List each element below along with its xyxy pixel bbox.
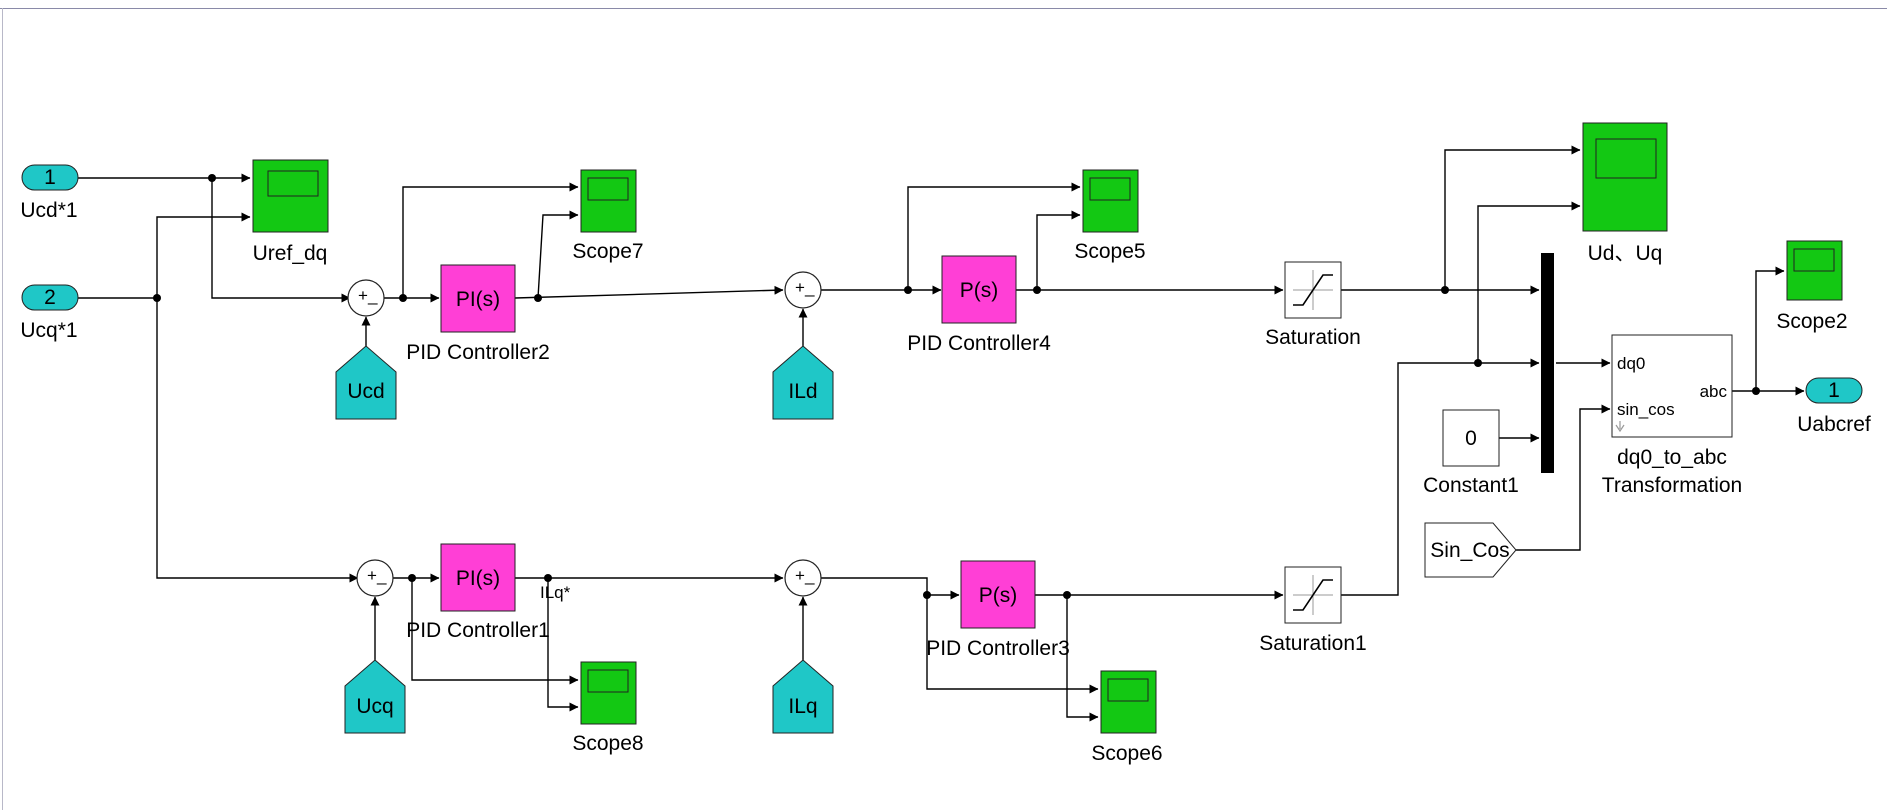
- scope-7-label: Scope7: [572, 240, 643, 263]
- svg-text:+: +: [795, 566, 805, 585]
- pid-controller-3[interactable]: P(s): [960, 560, 1036, 629]
- constant-block[interactable]: 0: [1442, 409, 1500, 467]
- saturation1-block[interactable]: [1284, 566, 1342, 624]
- svg-text:_: _: [804, 566, 815, 585]
- scope-ud-uq[interactable]: [1582, 122, 1668, 232]
- inport-2-label: Ucq*1: [20, 319, 77, 342]
- scope-5[interactable]: [1082, 169, 1139, 233]
- inport-2-number: 2: [44, 286, 56, 309]
- scope-2[interactable]: [1786, 240, 1843, 301]
- svg-text:+: +: [795, 278, 805, 297]
- scope-uref-dq[interactable]: [252, 159, 329, 233]
- saturation-block-label: Saturation: [1265, 326, 1361, 349]
- transform-output-abc: abc: [1700, 382, 1728, 401]
- from-block-ild-text: ILd: [788, 380, 817, 403]
- scope-7[interactable]: [580, 169, 637, 233]
- inport-1[interactable]: 1: [21, 164, 79, 191]
- svg-text:_: _: [367, 286, 378, 305]
- signal-label-ilq-ref: ILq*: [540, 583, 571, 602]
- scope-6[interactable]: [1100, 670, 1157, 734]
- outport-1[interactable]: 1: [1805, 377, 1863, 404]
- transform-label-line2: Transformation: [1602, 474, 1742, 497]
- pid-controller-2[interactable]: PI(s): [440, 264, 516, 333]
- saturation-block[interactable]: [1284, 261, 1342, 319]
- outport-1-number: 1: [1828, 379, 1840, 402]
- signal-lines: [65, 145, 1805, 722]
- from-block-ucq[interactable]: Ucq: [344, 659, 406, 734]
- transform-input-sin-cos: sin_cos: [1617, 400, 1675, 419]
- pid-controller-4-label: PID Controller4: [907, 332, 1051, 355]
- saturation1-block-label: Saturation1: [1259, 632, 1366, 655]
- sum-block-3[interactable]: + _: [784, 559, 822, 597]
- pid-controller-4[interactable]: P(s): [941, 255, 1017, 324]
- transform-label-line1: dq0_to_abc: [1617, 446, 1727, 469]
- scope-uref-dq-label: Uref_dq: [253, 242, 328, 265]
- svg-text:_: _: [804, 278, 815, 297]
- from-block-ilq-text: ILq: [788, 695, 817, 718]
- pid-controller-3-text: P(s): [979, 584, 1018, 607]
- scope-ud-uq-label: Ud、Uq: [1588, 242, 1663, 265]
- svg-text:+: +: [367, 566, 377, 585]
- scope-6-label: Scope6: [1091, 742, 1162, 765]
- scope-8[interactable]: [580, 661, 637, 725]
- svg-text:_: _: [376, 566, 387, 585]
- constant-block-label: Constant1: [1423, 474, 1519, 497]
- scope-8-label: Scope8: [572, 732, 643, 755]
- constant-block-value: 0: [1465, 427, 1477, 450]
- outport-1-label: Uabcref: [1797, 413, 1871, 436]
- sum-block-1[interactable]: + _: [356, 559, 394, 597]
- pid-controller-1[interactable]: PI(s): [440, 543, 516, 612]
- transform-down-arrow-icon: [1615, 421, 1625, 433]
- transform-input-dq0: dq0: [1617, 354, 1645, 373]
- inport-1-label: Ucd*1: [20, 199, 77, 222]
- junction-dots: [153, 174, 1760, 599]
- pid-controller-2-text: PI(s): [456, 288, 500, 311]
- inport-2[interactable]: 2: [21, 284, 79, 311]
- inport-1-number: 1: [44, 166, 56, 189]
- pid-controller-2-label: PID Controller2: [406, 341, 550, 364]
- pid-controller-3-label: PID Controller3: [926, 637, 1070, 660]
- from-block-ucq-text: Ucq: [356, 695, 393, 718]
- mux-block[interactable]: [1541, 253, 1554, 473]
- from-block-ilq[interactable]: ILq: [772, 659, 834, 734]
- scope-2-label: Scope2: [1776, 310, 1847, 333]
- from-block-sin-cos[interactable]: Sin_Cos: [1424, 522, 1517, 578]
- from-block-ild[interactable]: ILd: [772, 345, 834, 420]
- scope-5-label: Scope5: [1074, 240, 1145, 263]
- pid-controller-4-text: P(s): [960, 279, 999, 302]
- dq0-to-abc-block[interactable]: dq0 sin_cos abc: [1611, 334, 1733, 438]
- sum-block-4[interactable]: + _: [784, 271, 822, 309]
- from-block-ucd-text: Ucd: [347, 380, 384, 403]
- from-block-sin-cos-text: Sin_Cos: [1430, 539, 1509, 562]
- window-left-border: [2, 8, 3, 810]
- from-block-ucd[interactable]: Ucd: [335, 345, 397, 420]
- pid-controller-1-label: PID Controller1: [406, 619, 550, 642]
- svg-text:+: +: [358, 286, 368, 305]
- sum-block-2[interactable]: + _: [347, 279, 385, 317]
- pid-controller-1-text: PI(s): [456, 567, 500, 590]
- window-top-border: [0, 0, 1887, 9]
